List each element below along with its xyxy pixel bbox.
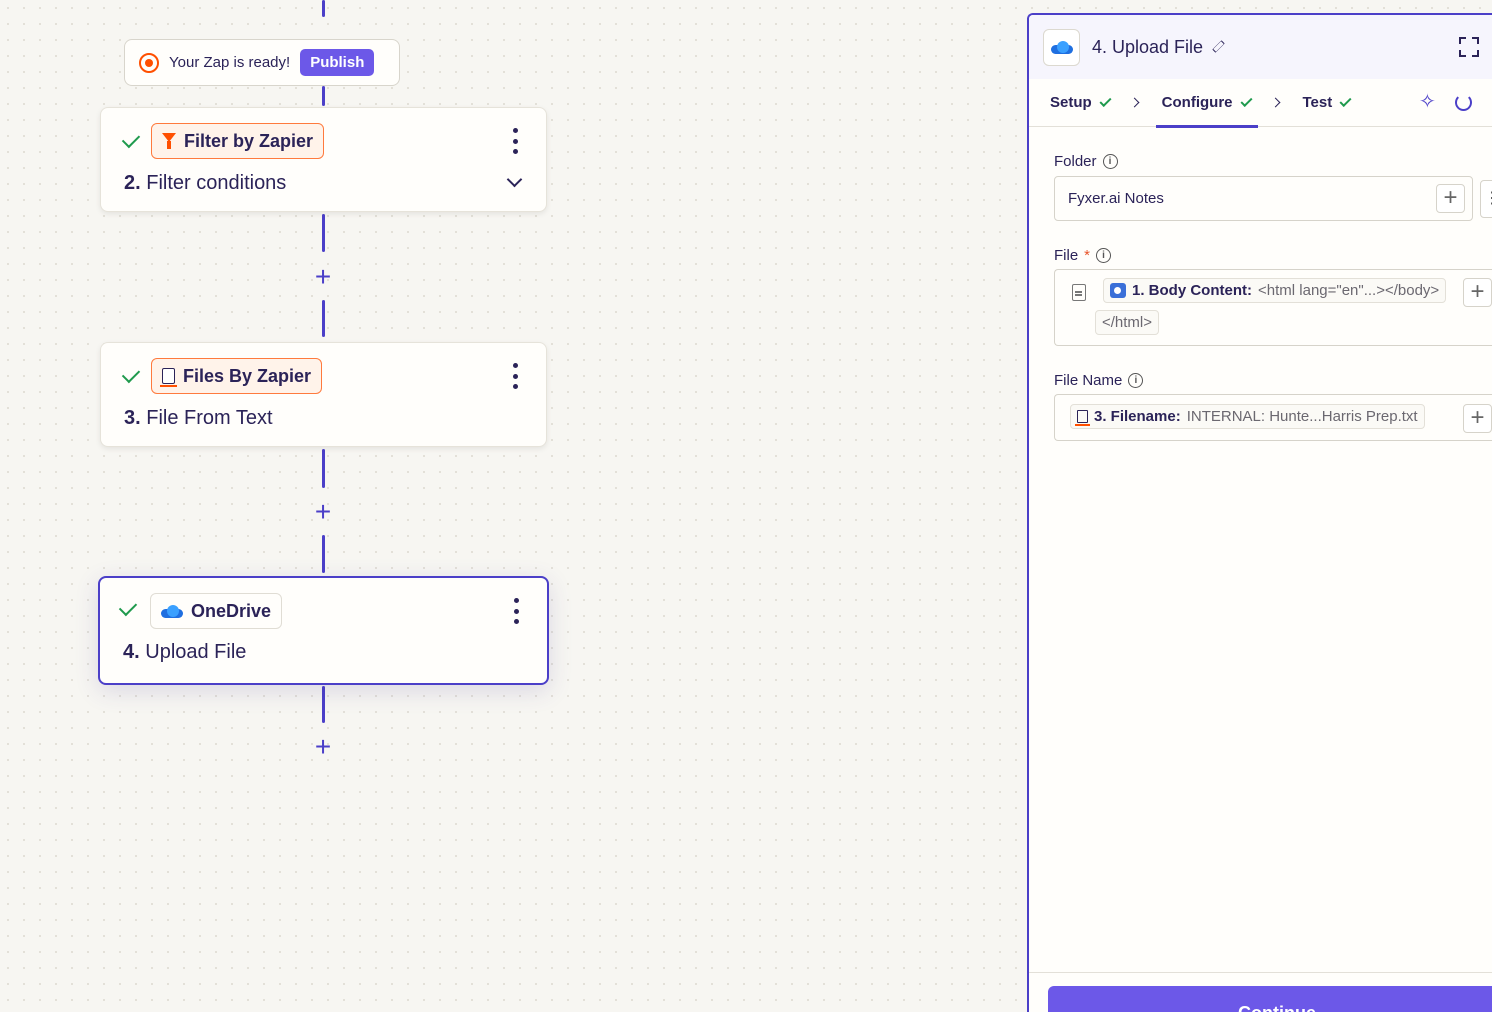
app-chip: Files By Zapier bbox=[151, 358, 323, 394]
file-name-label: File Name i bbox=[1054, 372, 1144, 389]
check-icon bbox=[1239, 94, 1253, 108]
info-icon[interactable]: i bbox=[1102, 154, 1118, 169]
chevron-down-icon[interactable] bbox=[506, 171, 523, 188]
panel-title[interactable]: 4. Upload File bbox=[1092, 37, 1225, 58]
publish-button[interactable]: Publish bbox=[300, 49, 375, 76]
pill-value: INTERNAL: Hunte...Harris Prep.txt bbox=[1186, 408, 1418, 425]
file-data-pill-overflow[interactable]: </html> bbox=[1095, 310, 1160, 335]
continue-button[interactable]: Continue bbox=[1048, 986, 1492, 1012]
field-label-text: File Name bbox=[1054, 372, 1123, 389]
app-chip: Filter by Zapier bbox=[151, 123, 325, 159]
zap-ready-text: Your Zap is ready! bbox=[169, 54, 291, 71]
step-name: Filter conditions bbox=[146, 172, 287, 194]
tab-label: Setup bbox=[1050, 94, 1092, 111]
connector-line bbox=[322, 300, 325, 337]
webhook-app-icon bbox=[1110, 283, 1126, 298]
connector-line bbox=[322, 214, 325, 252]
filter-icon bbox=[162, 133, 176, 149]
sparkle-icon[interactable]: ✧ bbox=[1419, 91, 1436, 113]
folder-input[interactable]: Fyxer.ai Notes + bbox=[1054, 176, 1473, 221]
step-title: 2. Filter conditions bbox=[124, 172, 286, 195]
tab-label: Test bbox=[1302, 94, 1333, 111]
step-editor-panel: 4. Upload File Setup Configure Test ✧ Fo… bbox=[1027, 13, 1492, 1012]
check-icon bbox=[118, 597, 138, 617]
panel-footer: Continue bbox=[1029, 972, 1492, 1012]
pill-label: 1. Body Content: bbox=[1132, 282, 1252, 299]
file-icon bbox=[160, 368, 177, 387]
file-data-pill[interactable]: 1. Body Content: <html lang="en"...></bo… bbox=[1103, 278, 1447, 303]
file-name-data-pill[interactable]: 3. Filename: INTERNAL: Hunte...Harris Pr… bbox=[1070, 404, 1425, 429]
connector-line bbox=[322, 0, 325, 17]
add-step-plus-icon[interactable]: + bbox=[314, 496, 332, 527]
tab-test[interactable]: Test bbox=[1297, 79, 1358, 127]
step-card-filter[interactable]: Filter by Zapier 2. Filter conditions bbox=[100, 107, 547, 212]
insert-data-plus-icon[interactable]: + bbox=[1463, 278, 1492, 307]
pill-label: 3. Filename: bbox=[1094, 408, 1181, 425]
chevron-right-icon bbox=[1270, 97, 1280, 108]
field-label-text: File bbox=[1054, 247, 1079, 264]
step-number: 3. bbox=[124, 407, 141, 429]
info-icon[interactable]: i bbox=[1096, 248, 1112, 263]
step-number: 4. bbox=[123, 641, 140, 663]
step-name: Upload File bbox=[145, 641, 247, 663]
document-icon bbox=[1072, 284, 1086, 301]
folder-label: Folder i bbox=[1054, 153, 1118, 170]
field-options-icon[interactable] bbox=[1480, 180, 1492, 218]
file-name-input[interactable]: 3. Filename: INTERNAL: Hunte...Harris Pr… bbox=[1054, 394, 1492, 441]
pencil-icon[interactable] bbox=[1212, 39, 1225, 53]
step-title: 4. Upload File bbox=[123, 641, 246, 664]
tab-tools: ✧ bbox=[1419, 92, 1472, 112]
file-icon bbox=[1075, 410, 1090, 426]
step-menu-icon[interactable] bbox=[510, 363, 520, 389]
tab-setup[interactable]: Setup bbox=[1044, 79, 1117, 127]
check-icon bbox=[121, 129, 141, 149]
step-card-files[interactable]: Files By Zapier 3. File From Text bbox=[100, 342, 547, 447]
check-icon bbox=[1099, 94, 1112, 108]
connector-line bbox=[322, 686, 325, 723]
step-menu-icon[interactable] bbox=[510, 128, 520, 154]
connector-line bbox=[322, 535, 325, 573]
panel-title-text: 4. Upload File bbox=[1092, 36, 1204, 57]
info-icon[interactable]: i bbox=[1128, 373, 1144, 388]
folder-value: Fyxer.ai Notes bbox=[1068, 190, 1164, 207]
add-step-plus-icon[interactable]: + bbox=[314, 731, 332, 762]
step-title: 3. File From Text bbox=[124, 407, 273, 430]
step-card-onedrive[interactable]: OneDrive 4. Upload File bbox=[98, 576, 549, 685]
zapier-spark-icon bbox=[139, 52, 159, 73]
pill-value: </html> bbox=[1102, 314, 1153, 331]
connector-line bbox=[322, 86, 325, 106]
app-name: Files By Zapier bbox=[183, 365, 312, 386]
step-number: 2. bbox=[124, 172, 141, 194]
file-input[interactable]: 1. Body Content: <html lang="en"...></bo… bbox=[1054, 269, 1492, 346]
tab-label: Configure bbox=[1161, 94, 1233, 111]
refresh-icon[interactable] bbox=[1455, 94, 1472, 111]
required-asterisk: * bbox=[1084, 247, 1091, 264]
add-step-plus-icon[interactable]: + bbox=[314, 261, 332, 292]
app-name: OneDrive bbox=[191, 600, 272, 621]
app-name: Filter by Zapier bbox=[184, 130, 314, 151]
panel-tabs: Setup Configure Test ✧ bbox=[1029, 79, 1492, 128]
onedrive-cloud-icon bbox=[1050, 40, 1073, 54]
field-label-text: Folder bbox=[1054, 153, 1097, 170]
step-name: File From Text bbox=[146, 407, 273, 429]
panel-app-icon bbox=[1043, 28, 1080, 66]
connector-line bbox=[322, 449, 325, 488]
check-icon bbox=[1339, 94, 1352, 108]
insert-data-plus-icon[interactable]: + bbox=[1436, 184, 1465, 213]
tab-configure[interactable]: Configure bbox=[1155, 79, 1258, 128]
zap-ready-banner: Your Zap is ready! Publish bbox=[124, 39, 400, 86]
chevron-right-icon bbox=[1129, 97, 1140, 108]
pill-value: <html lang="en"...></body> bbox=[1258, 282, 1440, 299]
step-menu-icon[interactable] bbox=[511, 598, 521, 624]
expand-icon[interactable] bbox=[1459, 37, 1479, 57]
app-chip: OneDrive bbox=[150, 593, 283, 629]
check-icon bbox=[121, 364, 141, 384]
panel-header: 4. Upload File bbox=[1029, 15, 1492, 79]
onedrive-cloud-icon bbox=[161, 604, 183, 618]
insert-data-plus-icon[interactable]: + bbox=[1463, 404, 1492, 433]
file-label: File * i bbox=[1054, 247, 1112, 264]
